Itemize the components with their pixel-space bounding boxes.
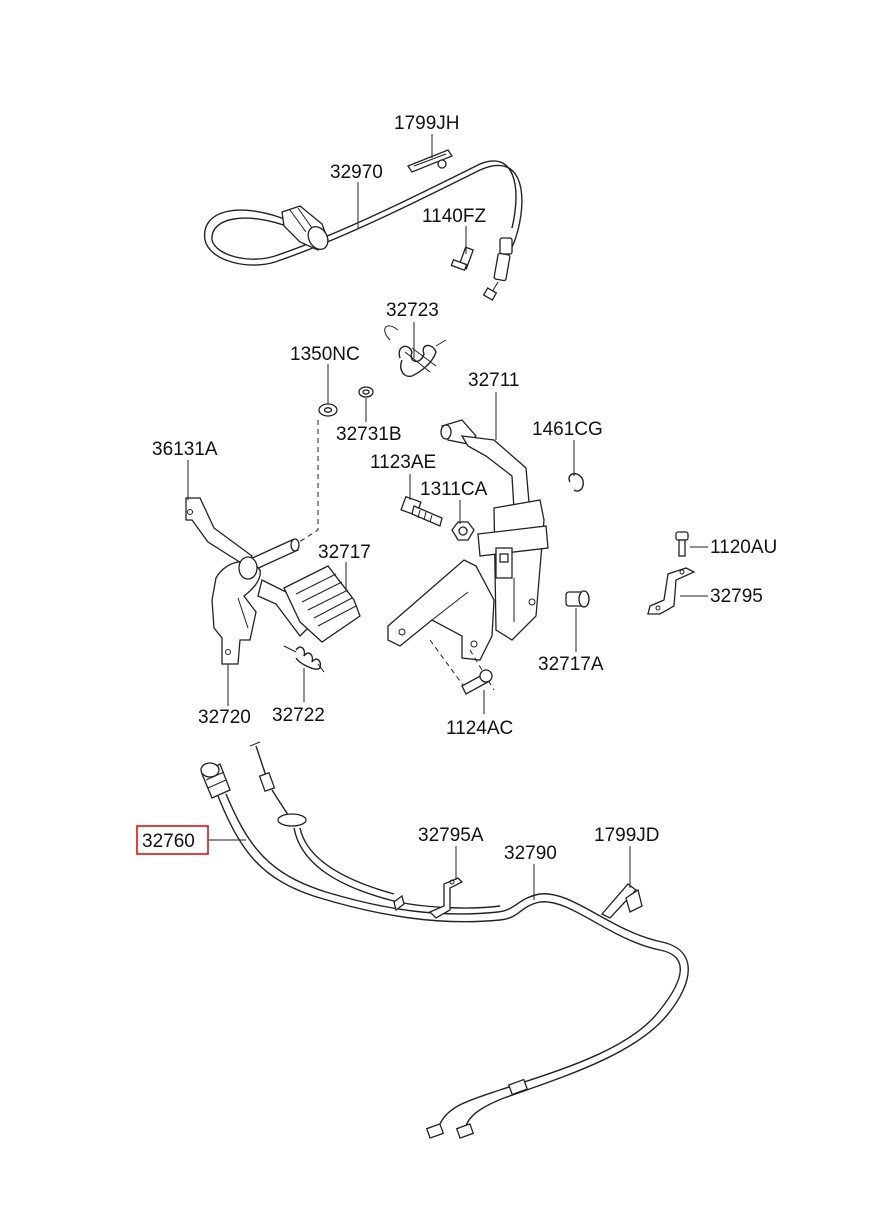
cable-boot: [281, 205, 329, 251]
bushing-32717a[interactable]: [565, 590, 590, 608]
label-36131a[interactable]: 36131A: [152, 439, 218, 460]
label-32717a[interactable]: 32717A: [538, 654, 604, 675]
label-32720[interactable]: 32720: [198, 707, 251, 728]
label-32760[interactable]: 32760: [142, 831, 195, 852]
cable-clip: [393, 894, 405, 912]
label-32723[interactable]: 32723: [386, 300, 439, 321]
label-1799jd[interactable]: 1799JD: [594, 825, 660, 846]
label-32722[interactable]: 32722: [272, 705, 325, 726]
label-32970[interactable]: 32970: [330, 162, 383, 183]
label-32711[interactable]: 32711: [468, 370, 519, 391]
bolt-1123ae[interactable]: [400, 495, 443, 527]
pedal-pad-32717[interactable]: [283, 565, 361, 643]
label-32790[interactable]: 32790: [504, 843, 557, 864]
clamp-32795[interactable]: [647, 567, 696, 615]
label-1120au[interactable]: 1120AU: [710, 537, 777, 558]
label-32731b[interactable]: 32731B: [336, 424, 402, 445]
label-1140fz[interactable]: 1140FZ: [422, 206, 486, 227]
lower-cable-boot: [200, 762, 231, 799]
washer-1350nc[interactable]: [318, 403, 338, 417]
bolt-1124ac[interactable]: [461, 669, 493, 695]
leader-lines: [187, 134, 708, 900]
part-labels: 1799JH 32970 1140FZ 32723 1350NC 32711 3…: [136, 113, 777, 864]
bolt-1120au[interactable]: [675, 531, 689, 557]
highlight-box-32760: [136, 825, 209, 855]
label-1123ae[interactable]: 1123AE: [370, 452, 436, 473]
label-1799jh[interactable]: 1799JH: [394, 113, 460, 134]
label-32717[interactable]: 32717: [318, 542, 371, 563]
bushing-32731b[interactable]: [358, 386, 374, 398]
bolt-1140fz[interactable]: [450, 246, 475, 272]
lower-cable-assembly[interactable]: [200, 741, 689, 1139]
clip-1461cg[interactable]: [568, 472, 584, 492]
label-1311ca[interactable]: 1311CA: [420, 479, 488, 500]
spring-32723[interactable]: [384, 325, 447, 377]
label-1350nc[interactable]: 1350NC: [290, 344, 360, 365]
bracket-32795a[interactable]: [428, 877, 464, 919]
label-1124ac[interactable]: 1124AC: [446, 718, 513, 739]
bracket-32711[interactable]: [387, 419, 549, 693]
lower-cable-ends: [425, 1078, 529, 1139]
clip-1799jd[interactable]: [600, 883, 643, 919]
lower-cable-inner-end: [249, 741, 307, 827]
upper-cable-assembly[interactable]: [203, 160, 523, 301]
label-1461cg[interactable]: 1461CG: [532, 419, 603, 440]
label-32795a[interactable]: 32795A: [418, 825, 484, 846]
cable-end-fitting: [482, 237, 513, 301]
pedal-assembly[interactable]: [185, 497, 361, 665]
nut-1311ca[interactable]: [451, 521, 475, 541]
pivot-axis-line: [295, 420, 319, 545]
label-32795[interactable]: 32795: [710, 586, 763, 607]
clip-1799jh[interactable]: [407, 149, 453, 173]
spring-32722[interactable]: [283, 645, 325, 673]
